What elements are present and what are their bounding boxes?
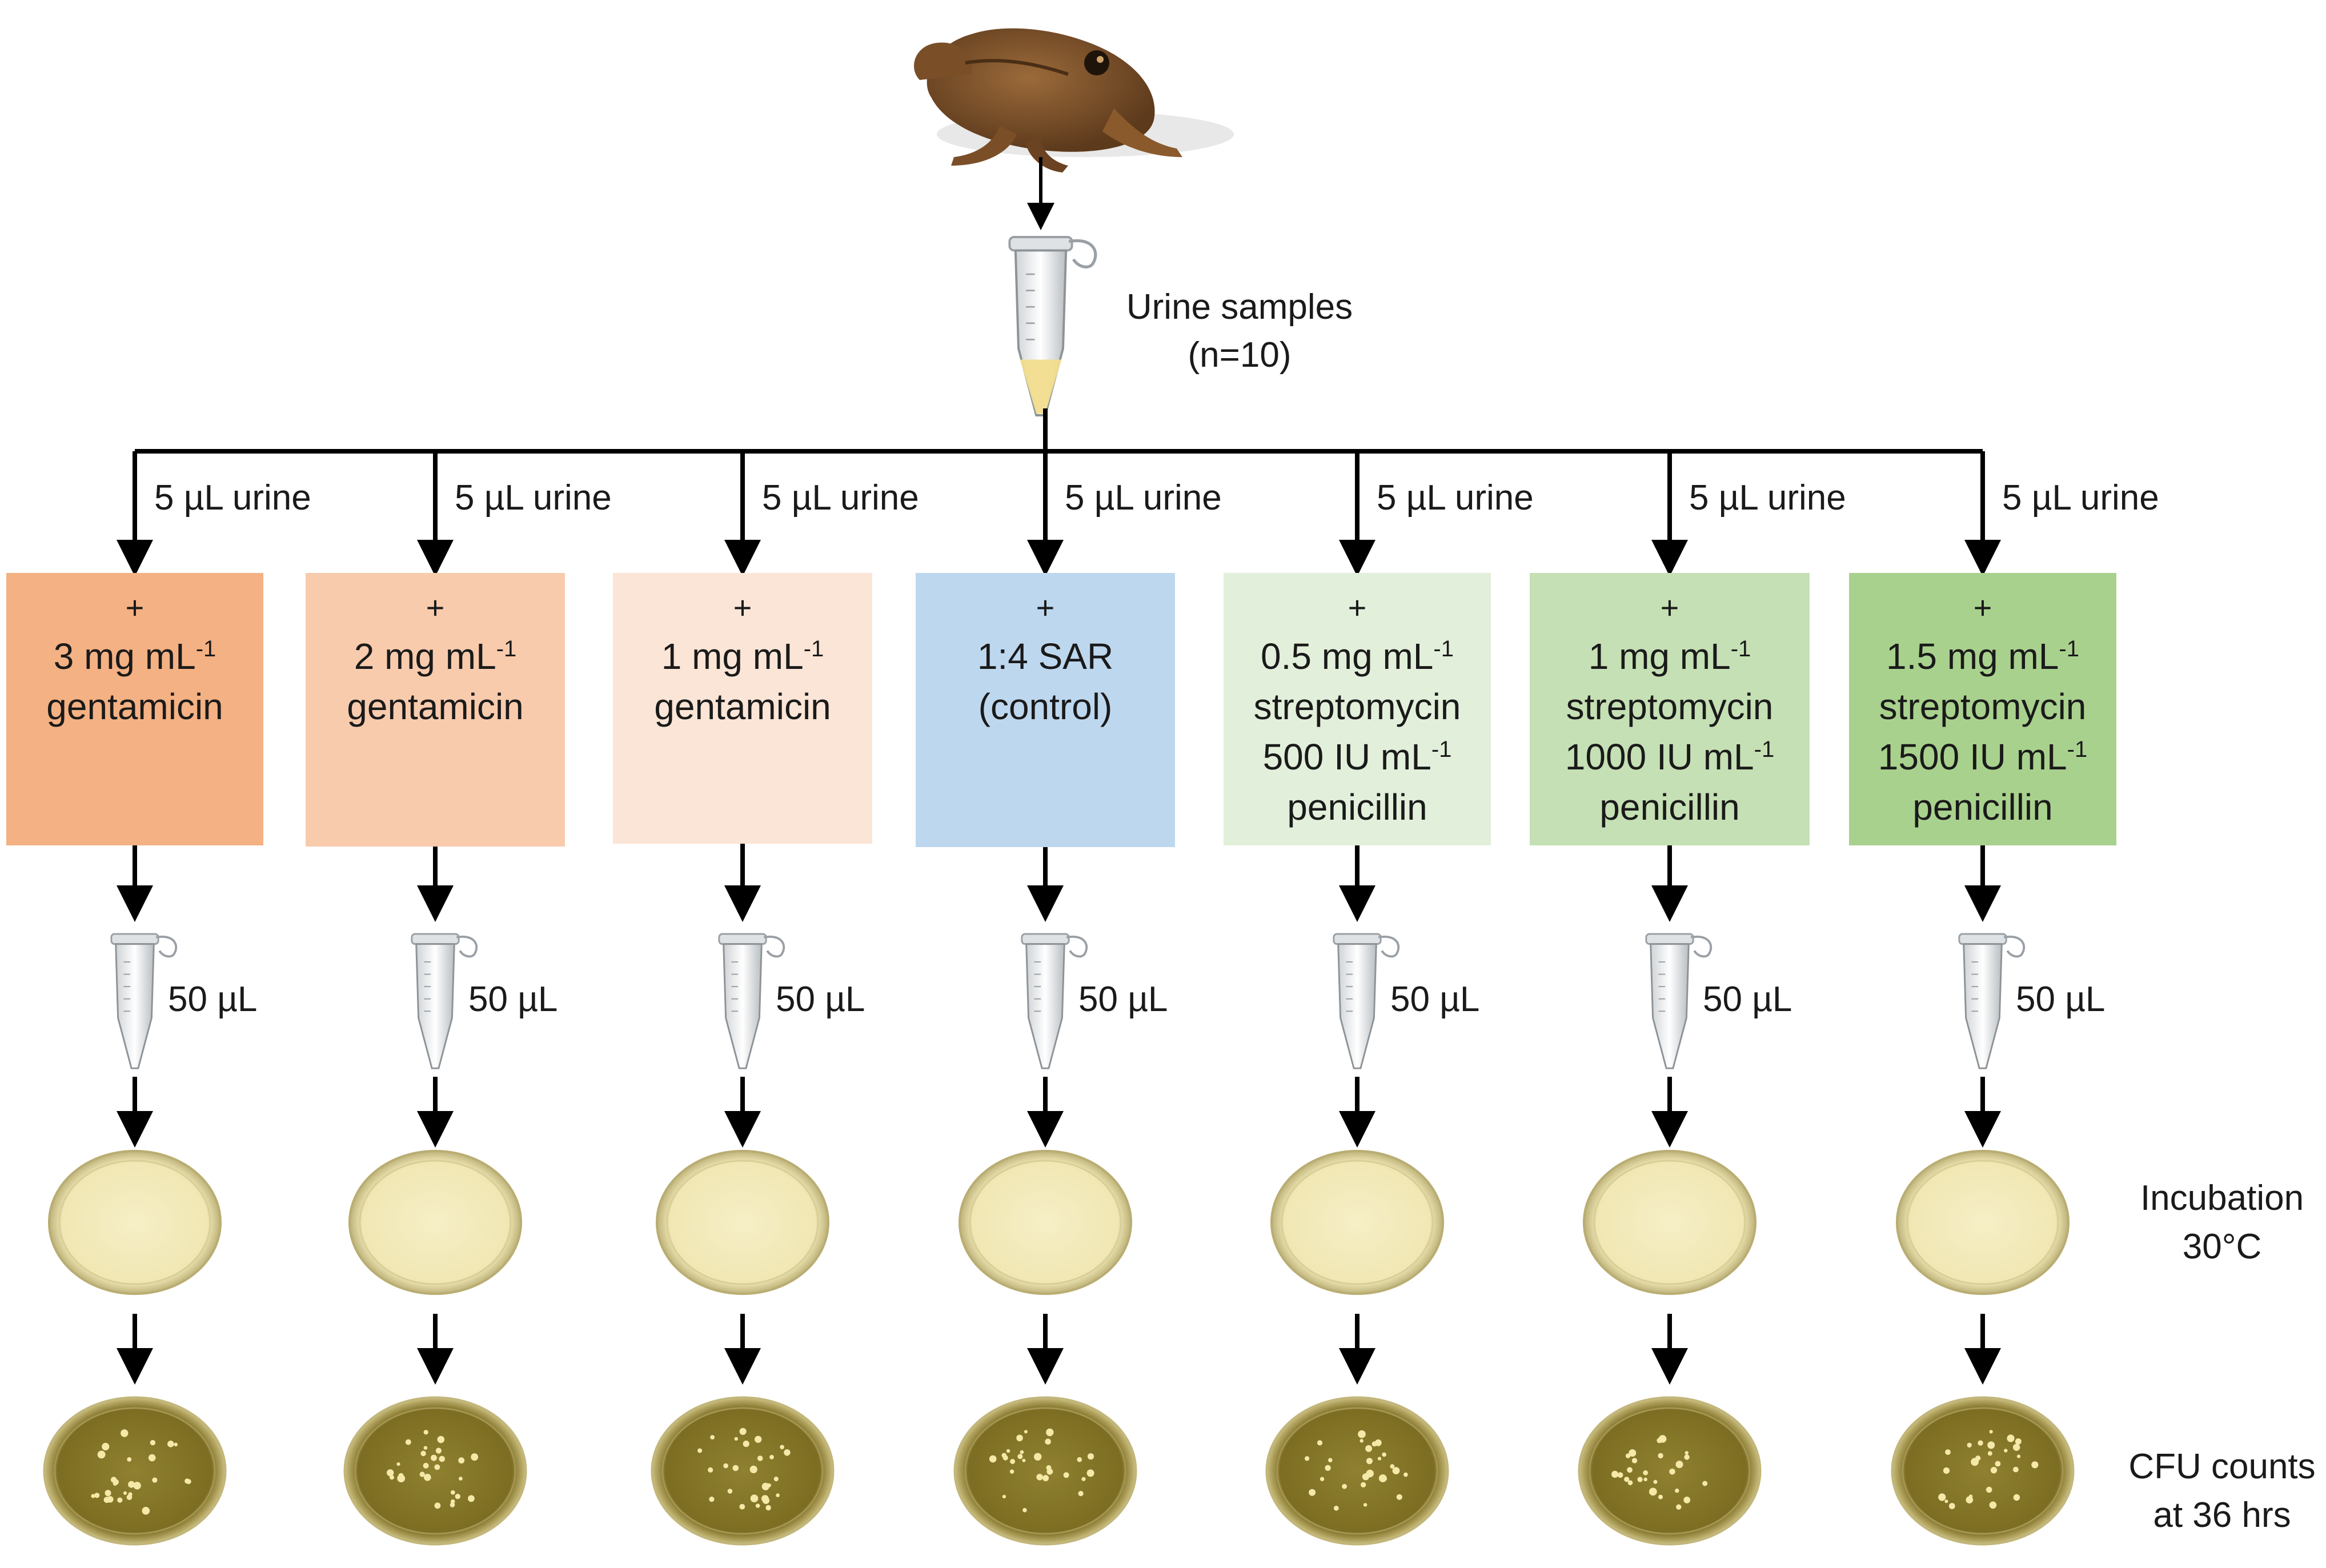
branch-5: 5 µL urine +0.5 mg mL-1 streptomycin 500 IU…	[1224, 451, 1534, 1546]
treatment-line: penicillin	[1599, 787, 1739, 828]
cfu-time-label: at 36 hrs	[2153, 1495, 2291, 1535]
tube-icon	[411, 933, 478, 1069]
tube-volume-label: 50 µL	[776, 980, 865, 1019]
treatment-line: 1:4 SAR	[977, 636, 1113, 677]
treatment-line: penicillin	[1287, 787, 1427, 828]
urine-volume-label: 5 µL urine	[455, 478, 612, 518]
treatment-plus: +	[1036, 589, 1055, 625]
cfu-counts-label: CFU counts	[2128, 1447, 2315, 1486]
urine-tube-icon	[1008, 236, 1097, 416]
treatment-plus: +	[426, 589, 445, 625]
agar-plate-icon	[1583, 1150, 1756, 1295]
tube-volume-label: 50 µL	[1390, 980, 1479, 1019]
urine-volume-label: 5 µL urine	[1689, 478, 1846, 518]
treatment-box	[306, 573, 565, 847]
treatment-line: gentamicin	[347, 686, 524, 727]
colony-plate-icon	[1578, 1396, 1762, 1546]
treatment-line: 1 mg mL-1	[1589, 636, 1751, 677]
treatment-plus: +	[733, 589, 752, 625]
urine-volume-label: 5 µL urine	[154, 478, 311, 518]
treatment-box	[6, 573, 263, 845]
urine-volume-label: 5 µL urine	[2002, 478, 2159, 518]
treatment-line: 1500 IU mL-1	[1878, 736, 2087, 777]
tube-icon	[718, 933, 785, 1069]
treatment-line: 1 mg mL-1	[661, 636, 824, 677]
agar-plate-icon	[48, 1150, 222, 1295]
treatment-line: streptomycin	[1566, 686, 1774, 727]
branch-1: 5 µL urine +3 mg mL-1 gentamicin 50 µL	[6, 451, 311, 1546]
tube-icon	[1958, 933, 2026, 1069]
colony-plate-icon	[1891, 1396, 2075, 1546]
colony-plate-icon	[651, 1396, 835, 1546]
treatment-plus: +	[1974, 589, 1992, 625]
treatment-line: gentamicin	[654, 686, 831, 727]
treatment-line: 0.5 mg mL-1	[1261, 636, 1454, 677]
urine-volume-label: 5 µL urine	[1377, 478, 1534, 518]
colony-plate-icon	[953, 1396, 1137, 1546]
branch-7: 5 µL urine +1.5 mg mL-1 streptomycin 1500 I…	[1849, 451, 2159, 1546]
urine-volume-label: 5 µL urine	[1065, 478, 1222, 518]
agar-plate-icon	[348, 1150, 522, 1295]
urine-volume-label: 5 µL urine	[762, 478, 919, 518]
tube-volume-label: 50 µL	[1078, 980, 1168, 1019]
agar-plate-icon	[1896, 1150, 2070, 1295]
tube-icon	[1021, 933, 1088, 1069]
branch-6: 5 µL urine +1 mg mL-1 streptomycin 1000 IU …	[1530, 451, 1846, 1546]
incubation-temp-label: 30°C	[2183, 1227, 2262, 1266]
treatment-line: gentamicin	[46, 686, 223, 727]
colony-plate-icon	[343, 1396, 527, 1546]
colony-plate-icon	[43, 1396, 227, 1546]
agar-plate-icon	[959, 1150, 1132, 1295]
treatment-box	[916, 573, 1175, 847]
tube-icon	[1333, 933, 1400, 1069]
treatment-line: 2 mg mL-1	[354, 636, 517, 677]
treatment-plus: +	[1348, 589, 1367, 625]
frog-icon	[914, 28, 1234, 173]
incubation-label: Incubation	[2140, 1178, 2304, 1218]
treatment-line: 1.5 mg mL-1	[1886, 636, 2079, 677]
treatment-line: 3 mg mL-1	[54, 636, 216, 677]
treatment-line: 500 IU mL-1	[1263, 736, 1452, 777]
treatment-box	[1224, 573, 1491, 845]
treatment-line: penicillin	[1912, 787, 2052, 828]
tube-volume-label: 50 µL	[168, 980, 257, 1019]
treatment-box	[613, 573, 872, 844]
tube-icon	[1645, 933, 1713, 1069]
treatment-line: 1000 IU mL-1	[1565, 736, 1774, 777]
branch-3: 5 µL urine +1 mg mL-1 gentamicin 50 µL	[613, 451, 919, 1546]
treatment-box	[1849, 573, 2116, 845]
tube-icon	[110, 933, 178, 1069]
urine-n-label: (n=10)	[1188, 335, 1292, 375]
tube-volume-label: 50 µL	[468, 980, 558, 1019]
treatment-plus: +	[126, 589, 145, 625]
treatment-line: (control)	[978, 686, 1113, 727]
treatment-line: streptomycin	[1879, 686, 2087, 727]
agar-plate-icon	[1270, 1150, 1444, 1295]
branch-2: 5 µL urine +2 mg mL-1 gentamicin 50 µL	[306, 451, 612, 1546]
treatment-plus: +	[1661, 589, 1679, 625]
treatment-box	[1530, 573, 1810, 845]
urine-samples-label: Urine samples	[1126, 287, 1353, 327]
urine-tube-shape	[1008, 236, 1097, 416]
branch-4: 5 µL urine +1:4 SAR (control) 50 µL	[916, 451, 1222, 1546]
colony-plate-icon	[1265, 1396, 1449, 1546]
tube-volume-label: 50 µL	[1703, 980, 1792, 1019]
treatment-line: streptomycin	[1254, 686, 1461, 727]
agar-plate-icon	[656, 1150, 829, 1295]
tube-volume-label: 50 µL	[2016, 980, 2105, 1019]
